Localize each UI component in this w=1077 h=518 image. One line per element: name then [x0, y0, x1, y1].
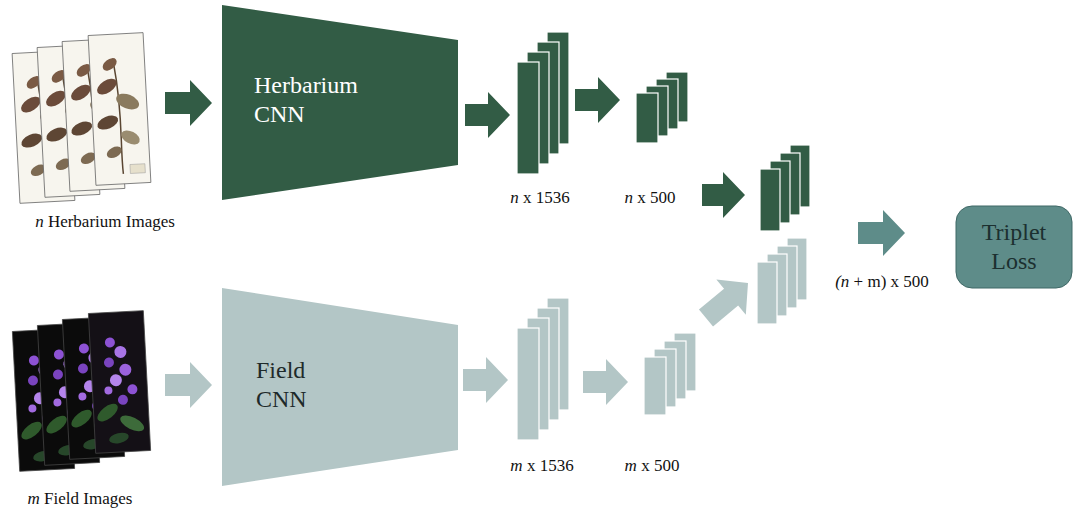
loss-box: Triplet Loss [955, 205, 1073, 289]
feature-stack-outline [635, 72, 689, 144]
feature-stack: m x 1536 [516, 298, 570, 440]
feature-stack-outline [643, 333, 697, 415]
image-stack: n Herbarium Images [14, 30, 152, 206]
field-photos [12, 311, 150, 472]
trapezoid-shape [222, 5, 458, 200]
flow-arrow [463, 357, 508, 403]
flow-arrow [702, 172, 745, 218]
feature-map [517, 62, 539, 174]
dimension-label: n x 500 [625, 188, 676, 208]
flow-arrow [165, 80, 212, 126]
feature-stack-outline [516, 32, 570, 174]
feature-map [517, 328, 539, 440]
herbarium-sheet [88, 33, 151, 186]
feature-stack: m x 500 [643, 333, 697, 415]
feature-stack-outline [516, 298, 570, 440]
flow-arrow [465, 92, 510, 138]
flow-arrow [165, 362, 212, 408]
dimension-label: m x 500 [625, 456, 680, 476]
image-caption: n Herbarium Images [35, 212, 175, 232]
combined-stack: (n + m) x 500 [755, 145, 812, 325]
feature-map [644, 357, 666, 415]
cnn-label: Field CNN [256, 356, 336, 414]
flow-arrow [575, 77, 620, 123]
rounded-box-shape [956, 206, 1072, 288]
field-plant [90, 336, 147, 446]
herbarium-sheets [12, 33, 151, 204]
combined-stack-outline [755, 145, 812, 325]
flow-arrow [699, 279, 748, 326]
dimension-label: (n + m) x 500 [835, 272, 929, 292]
field-photo [88, 311, 150, 454]
feature-map [757, 262, 777, 324]
trapezoid-shape [222, 288, 458, 486]
flow-arrow [583, 359, 628, 405]
feature-map-stack [517, 298, 569, 440]
feature-map [760, 169, 780, 231]
image-stack: m Field Images [14, 308, 152, 474]
dimension-label: m x 1536 [510, 456, 573, 476]
feature-map-stack [757, 238, 807, 324]
cnn-label: Herbarium CNN [254, 71, 384, 129]
feature-stack: n x 1536 [516, 32, 570, 174]
feature-stack: n x 500 [635, 72, 689, 144]
loss-label: Triplet Loss [967, 218, 1062, 276]
flow-arrow [858, 210, 905, 256]
cnn-trapezoid: Herbarium CNN [222, 5, 458, 200]
feature-map-stack [636, 72, 688, 143]
cnn-trapezoid: Field CNN [222, 288, 458, 486]
photo [88, 311, 150, 454]
feature-map-stack [760, 145, 810, 231]
feature-map-stack [517, 32, 569, 174]
loss-box-outline [955, 205, 1073, 289]
dimension-label: n x 1536 [510, 188, 570, 208]
feature-map [636, 93, 658, 143]
feature-map-stack [644, 333, 696, 415]
image-caption: m Field Images [28, 489, 133, 509]
herbarium-specimen [92, 54, 146, 175]
sheet [88, 33, 151, 186]
